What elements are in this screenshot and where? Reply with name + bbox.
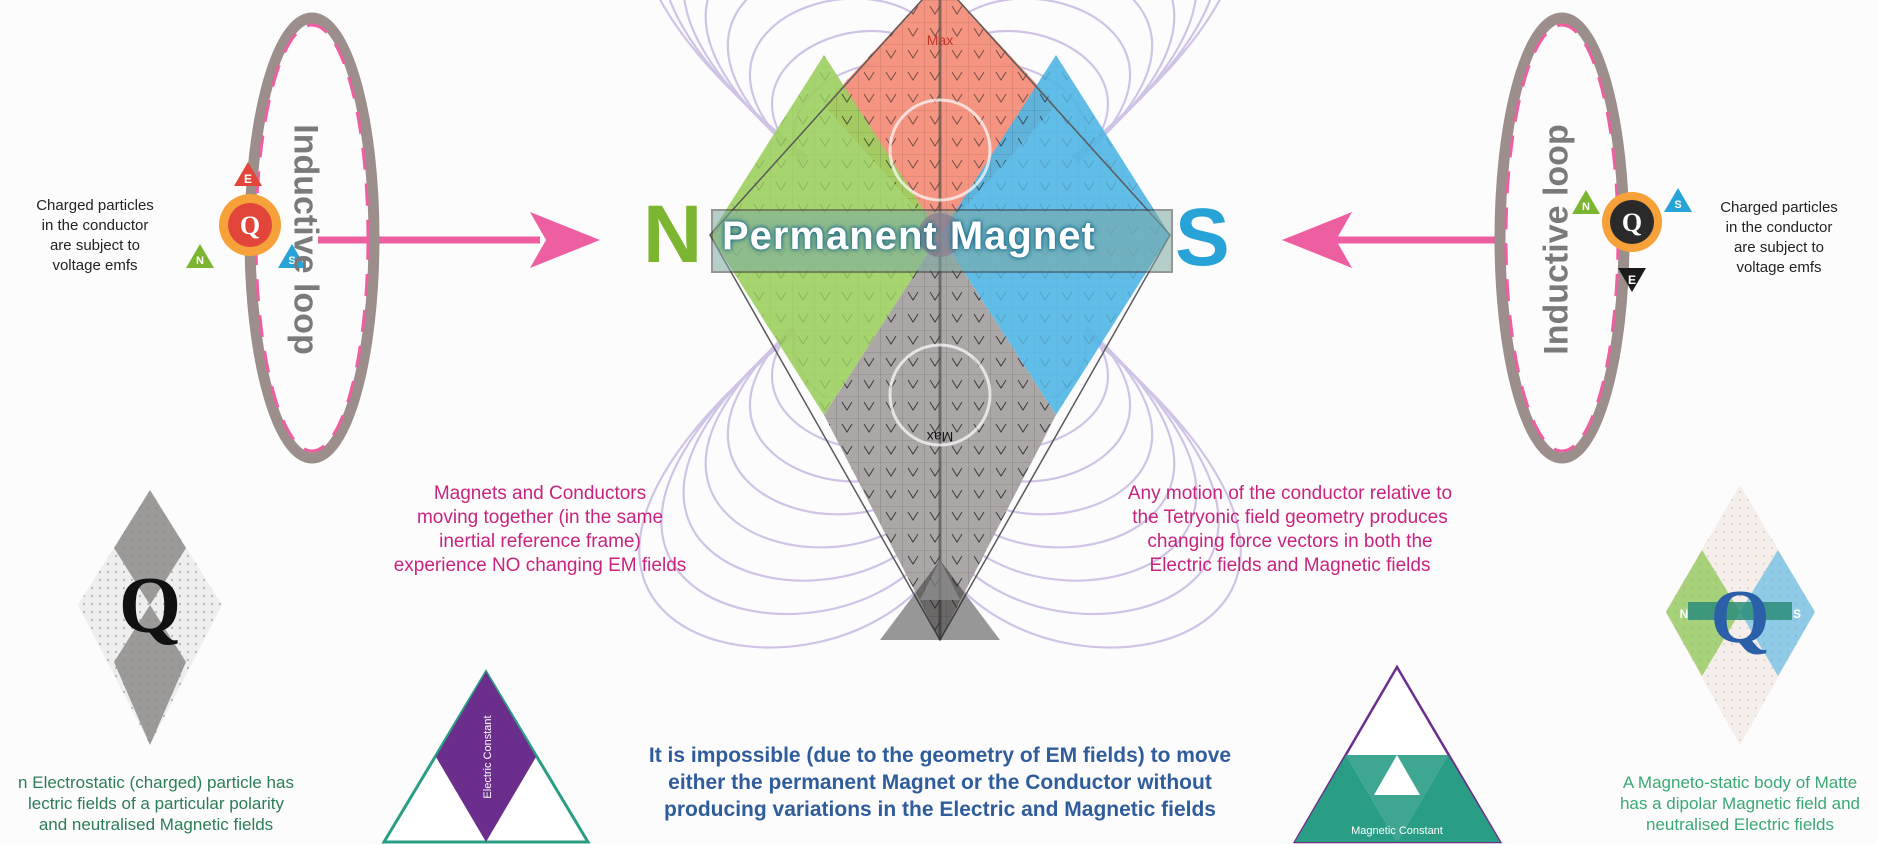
note-line: Electric fields and Magnetic fields: [1149, 555, 1431, 576]
svg-text:Q: Q: [119, 562, 181, 650]
right-tag-e: E: [1628, 273, 1636, 287]
field-line-upper: [704, 0, 1176, 231]
right-icon-s: S: [1793, 607, 1801, 621]
left-particle-caption: Charged particles in the conductor are s…: [0, 196, 190, 276]
right-icon-n: N: [1680, 607, 1689, 621]
electrostatic-particle-icon: Q: [78, 490, 222, 745]
electrostatic-particle-caption: n Electrostatic (charged) particle has l…: [0, 772, 326, 835]
left-tag-e: E: [244, 172, 252, 186]
caption-line: voltage emfs: [52, 257, 138, 274]
note-line: inertial reference frame): [439, 531, 641, 552]
statement-line: either the permanent Magnet or the Condu…: [668, 771, 1212, 794]
left-tag-n: N: [196, 255, 204, 267]
note-line: the Tetryonic field geometry produces: [1132, 507, 1448, 528]
statement-line: producing variations in the Electric and…: [664, 798, 1216, 821]
magnetic-constant-label: Magnetic Constant: [1351, 825, 1443, 837]
caption-line: in the conductor: [41, 217, 149, 234]
note-line: moving together (in the same: [416, 507, 664, 528]
magneto-static-body-icon: Q N S: [1665, 485, 1815, 745]
note-line: changing force vectors in both the: [1147, 531, 1433, 552]
caption-line: A Magneto-static body of Matte: [1622, 773, 1858, 792]
caption-line: are subject to: [49, 237, 141, 254]
right-motion-arrow: [1282, 212, 1500, 268]
electric-constant-label: Electric Constant: [482, 715, 494, 798]
note-line: Any motion of the conductor relative to: [1127, 483, 1453, 504]
electric-constant-triangle: Electric Constant: [381, 669, 591, 844]
left-tag-s: S: [288, 255, 295, 267]
south-pole-label: S: [1175, 192, 1230, 283]
caption-line: lectric fields of a particular polarity: [27, 794, 285, 813]
left-charged-particle: Q E N S: [186, 162, 306, 268]
caption-line: and neutralised Magnetic fields: [38, 815, 274, 834]
caption-line: has a dipolar Magnetic field and: [1619, 794, 1861, 813]
left-loop-label: Inductive loop: [286, 124, 325, 355]
caption-line: Charged particles: [36, 197, 154, 214]
right-tag-s: S: [1674, 199, 1681, 211]
right-charged-particle: Q E N S: [1572, 188, 1692, 292]
field-line-upper: [683, 0, 1197, 231]
right-tag-n: N: [1582, 201, 1590, 213]
caption-line: Charged particles: [1720, 199, 1838, 216]
relative-motion-note: Any motion of the conductor relative to …: [1100, 482, 1480, 578]
note-line: Magnets and Conductors: [433, 483, 647, 504]
same-frame-note: Magnets and Conductors moving together (…: [370, 482, 710, 578]
caption-line: n Electrostatic (charged) particle has: [18, 773, 294, 792]
caption-line: neutralised Electric fields: [1645, 815, 1835, 834]
statement-line: It is impossible (due to the geometry of…: [648, 744, 1232, 767]
magnet-max-bottom: Max: [927, 429, 953, 445]
left-motion-arrow: [318, 212, 600, 268]
permanent-magnet-title: Permanent Magnet: [722, 214, 1096, 258]
note-line: experience NO changing EM fields: [393, 555, 687, 576]
svg-text:Q: Q: [240, 211, 260, 240]
magnet-max-top: Max: [927, 32, 953, 48]
caption-line: are subject to: [1733, 239, 1825, 256]
caption-line: in the conductor: [1725, 219, 1833, 236]
right-particle-caption: Charged particles in the conductor are s…: [1684, 198, 1874, 278]
north-pole-label: N: [643, 189, 703, 280]
svg-text:Q: Q: [1622, 208, 1642, 237]
permanent-magnet-bar: [711, 209, 1173, 273]
magneto-static-caption: A Magneto-static body of Matte has a dip…: [1590, 772, 1877, 835]
impossibility-statement: It is impossible (due to the geometry of…: [600, 742, 1280, 823]
svg-text:Q: Q: [1710, 575, 1769, 659]
magnetic-constant-triangle: Magnetic Constant: [1292, 664, 1503, 844]
caption-line: voltage emfs: [1736, 259, 1822, 276]
right-loop-label: Inductive loop: [1537, 124, 1576, 355]
